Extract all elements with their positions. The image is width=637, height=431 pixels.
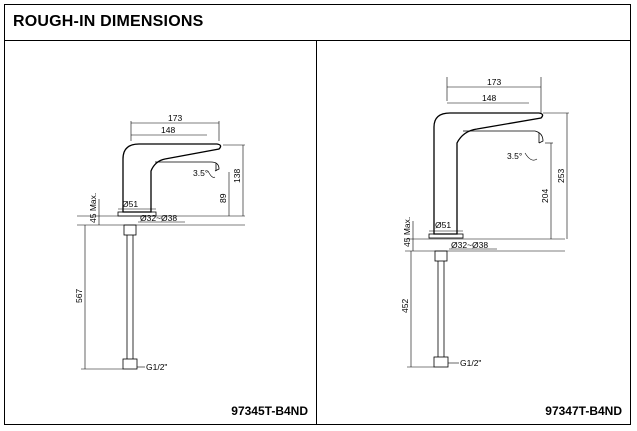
drawing-frame: ROUGH-IN DIMENSIONS 173 148: [4, 4, 631, 425]
section-title: ROUGH-IN DIMENSIONS: [13, 13, 204, 30]
faucet-spout: [463, 130, 544, 144]
dim-thread: G1/2": [146, 362, 167, 372]
dim-173: 173: [487, 77, 501, 87]
dim-hole: Ø32~Ø38: [451, 240, 488, 250]
panel-97347t: 173 148 3.5° 204 253 Ø51 45 Max. Ø32~Ø38: [317, 41, 630, 424]
base-plate: [428, 233, 464, 239]
model-number: 97347T-B4ND: [545, 404, 622, 418]
dim-173: 173: [168, 113, 182, 123]
faucet-drawing-left: 173 148 3.5° 138 89 Ø51 45 Max. Ø32~Ø38: [74, 113, 245, 372]
faucet-body: [122, 143, 222, 213]
panel-97345t: 173 148 3.5° 138 89 Ø51 45 Max. Ø32~Ø38: [5, 41, 317, 424]
dim-51: Ø51: [435, 220, 451, 230]
dim-567: 567: [74, 289, 84, 303]
dim-148: 148: [482, 93, 496, 103]
dim-45-max: 45 Max.: [402, 217, 412, 247]
angle-arc: [207, 170, 216, 178]
dim-204: 204: [540, 189, 550, 203]
dim-253: 253: [556, 169, 566, 183]
angle-arc: [524, 152, 538, 161]
dim-angle: 3.5°: [507, 151, 522, 161]
dim-thread: G1/2": [460, 358, 481, 368]
faucet-spout: [155, 161, 220, 172]
shank-nut: [123, 224, 137, 236]
hose-fitting: [122, 358, 138, 370]
faucet-drawing-right: 173 148 3.5° 204 253 Ø51 45 Max. Ø32~Ø38: [400, 77, 569, 368]
dim-hole: Ø32~Ø38: [140, 213, 177, 223]
faucet-body: [433, 112, 544, 235]
dim-51: Ø51: [122, 199, 138, 209]
section-header: ROUGH-IN DIMENSIONS: [5, 5, 630, 41]
dim-89: 89: [218, 193, 228, 203]
dim-45-max: 45 Max.: [88, 193, 98, 223]
shank-nut: [434, 250, 448, 262]
model-number: 97345T-B4ND: [231, 404, 308, 418]
dim-angle: 3.5°: [193, 168, 208, 178]
dim-452: 452: [400, 299, 410, 313]
dim-148: 148: [161, 125, 175, 135]
hose-fitting: [433, 356, 449, 368]
dim-138: 138: [232, 169, 242, 183]
